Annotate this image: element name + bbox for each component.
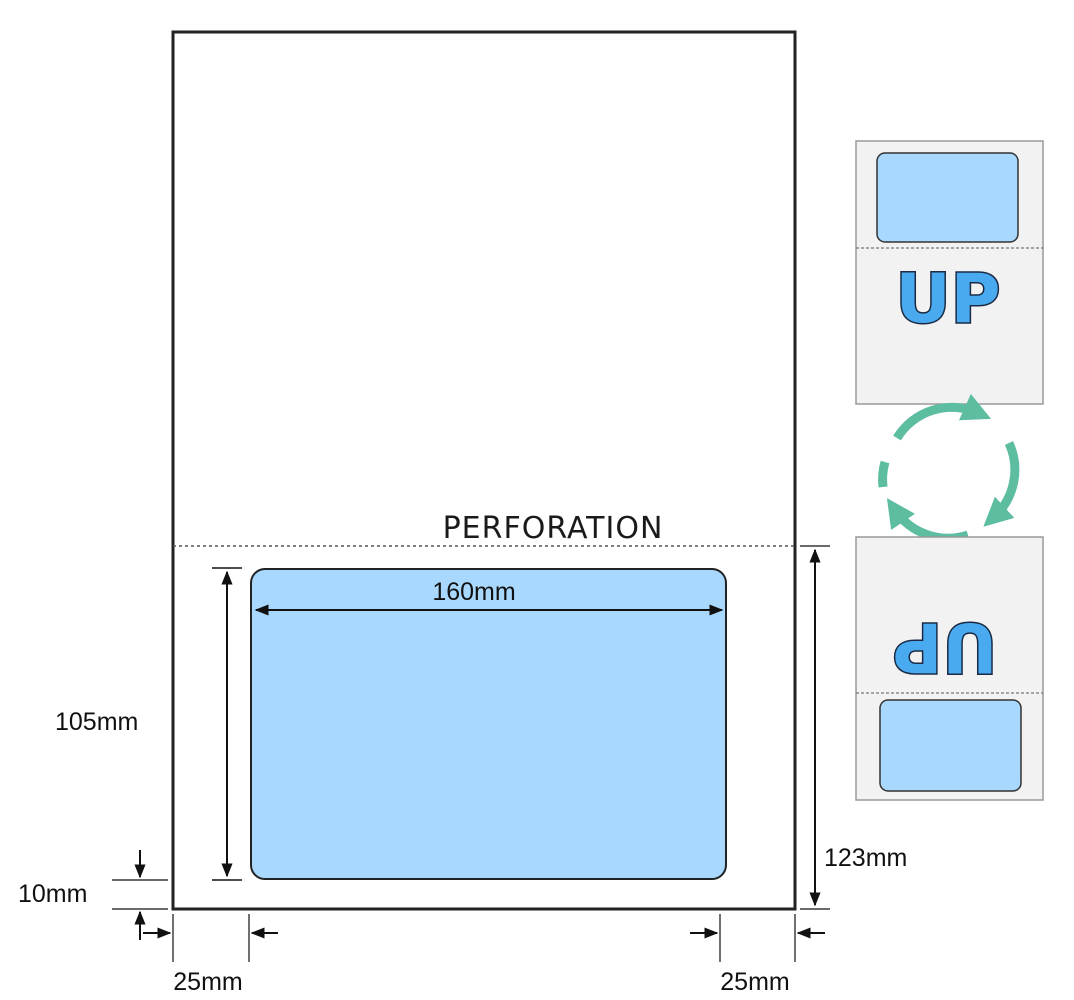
orientation-thumbnail-up: UP	[855, 140, 1044, 405]
label-area: 160mm	[250, 568, 727, 880]
rotate-arrow-left	[878, 460, 890, 488]
left-margin-dimension: 25mm	[143, 914, 278, 996]
rotate-arrows-icon	[878, 393, 1020, 543]
label-width-text: 160mm	[432, 578, 515, 606]
thumbnail-down-label	[879, 699, 1022, 792]
thumbnail-up-text: UP	[895, 260, 1000, 339]
orientation-thumbnail-down: UP	[855, 536, 1044, 801]
lower-section-text: 123mm	[824, 844, 907, 872]
rotate-arrow-right	[983, 441, 1020, 527]
rotate-arrow-bottom	[886, 498, 970, 543]
left-margin-text: 25mm	[173, 968, 242, 996]
rotate-arrow-top	[893, 393, 992, 441]
right-margin-text: 25mm	[720, 968, 789, 996]
bottom-margin-text: 10mm	[18, 880, 87, 908]
perforation-label: PERFORATION	[443, 511, 664, 546]
thumbnail-down-text: UP	[892, 607, 997, 686]
thumbnail-up-label	[876, 152, 1019, 243]
right-margin-dimension: 25mm	[690, 914, 825, 996]
bottom-margin-dimension: 10mm	[18, 850, 168, 940]
lower-section-dimension: 123mm	[800, 545, 907, 910]
label-rectangle	[250, 568, 727, 880]
label-height-text: 105mm	[55, 708, 138, 736]
label-height-dimension: 105mm	[55, 567, 242, 881]
